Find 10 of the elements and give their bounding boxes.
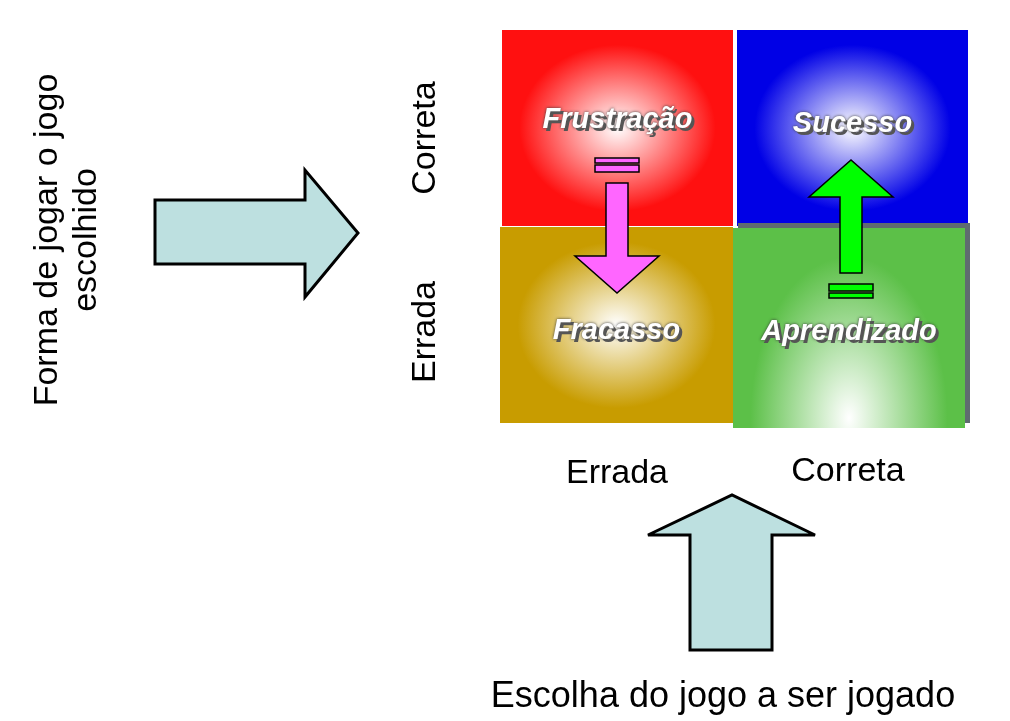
axis-label: Correta <box>404 81 444 195</box>
axis-label: Forma de jogar o jogo escolhido <box>25 72 104 409</box>
axis-label: Correta <box>791 450 905 490</box>
axis-label: Errada <box>404 280 444 384</box>
quadrant-box <box>737 30 968 226</box>
axis-label: Errada <box>565 452 669 492</box>
axis-label: Escolha do jogo a ser jogado <box>490 674 956 716</box>
quadrant-title: Aprendizado <box>760 314 938 347</box>
quadrant-box <box>502 30 733 226</box>
quadrant-box <box>500 227 733 423</box>
